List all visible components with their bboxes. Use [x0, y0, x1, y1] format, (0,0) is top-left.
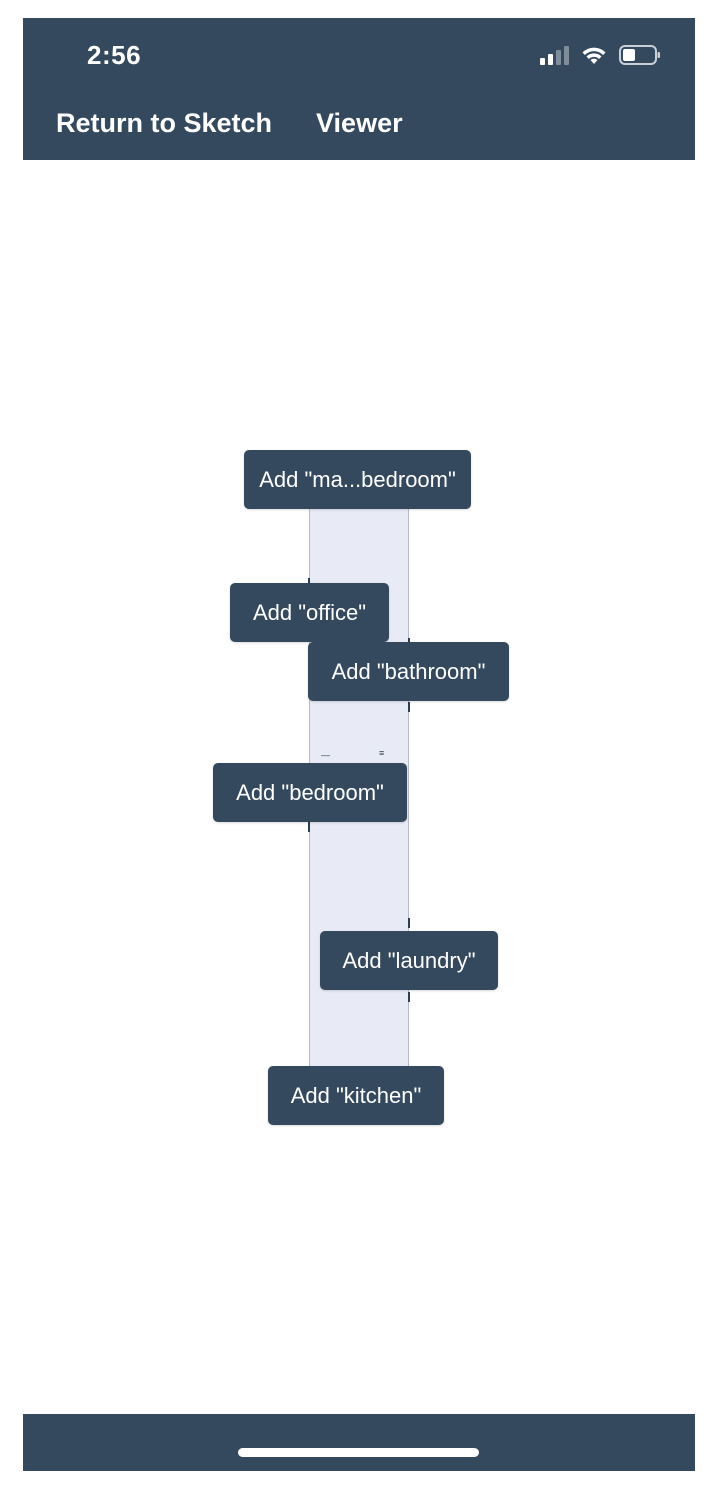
nav-bar: Return to Sketch Viewer: [56, 108, 403, 139]
add-kitchen-button[interactable]: Add "kitchen": [268, 1066, 444, 1125]
status-time: 2:56: [87, 40, 142, 70]
plan-mark: ≡: [379, 748, 385, 758]
wall-tick: [408, 918, 410, 928]
add-master-bedroom-button[interactable]: Add "ma...bedroom": [244, 450, 471, 509]
phone-screen: 2:56: [23, 18, 695, 1471]
plan-canvas[interactable]: — ≡ Add "ma...bedroom" Add "office" Add …: [23, 160, 695, 1414]
wall-tick: [408, 702, 410, 712]
add-bathroom-button[interactable]: Add "bathroom": [308, 642, 509, 701]
add-bedroom-button[interactable]: Add "bedroom": [213, 763, 407, 822]
battery-icon: [619, 44, 661, 66]
return-to-sketch-button[interactable]: Return to Sketch: [56, 108, 273, 138]
top-bar: 2:56: [23, 18, 695, 160]
wall-tick: [408, 992, 410, 1002]
bottom-bar: [23, 1414, 695, 1471]
add-office-button[interactable]: Add "office": [230, 583, 389, 642]
add-laundry-button[interactable]: Add "laundry": [320, 931, 498, 990]
home-indicator[interactable]: [238, 1448, 479, 1457]
plan-mark: —: [321, 750, 330, 760]
cellular-signal-icon: [540, 45, 569, 65]
wifi-icon: [581, 45, 607, 65]
status-icons: [540, 42, 661, 68]
viewer-tab[interactable]: Viewer: [316, 108, 403, 138]
wall-tick: [308, 822, 310, 832]
